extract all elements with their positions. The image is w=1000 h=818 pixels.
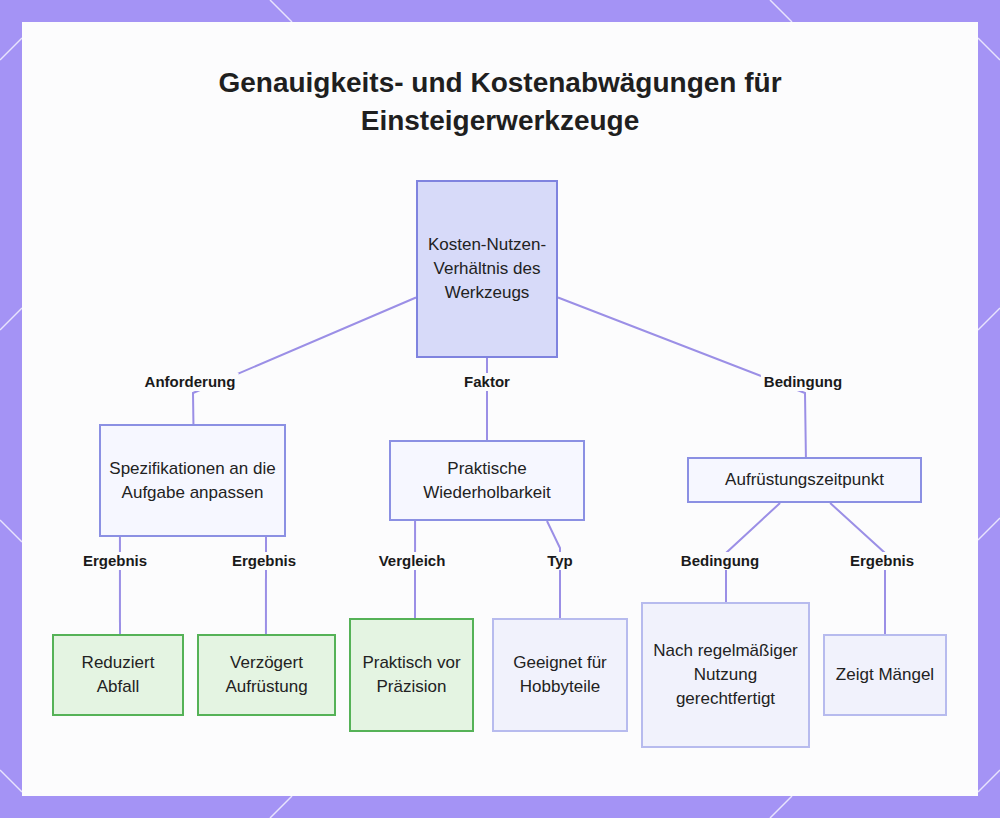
frame-line [770, 796, 792, 818]
frame-line [978, 308, 1000, 330]
frame-line [770, 0, 792, 22]
edge-label: Anforderung [142, 373, 239, 391]
node-text: Praktische Wiederholbarkeit [399, 457, 575, 505]
process-box: Nach regelmäßiger Nutzung gerechtfertigt [641, 602, 810, 748]
process-box: Praktisch vor Präzision [349, 618, 474, 732]
connector-line [193, 297, 416, 424]
connector-line [486, 358, 488, 440]
node-text: Aufrüstungszeitpunkt [725, 468, 884, 492]
frame-line [0, 308, 22, 330]
process-box: Aufrüstungszeitpunkt [687, 457, 922, 503]
frame-line [0, 770, 22, 792]
node-text: Geeignet für Hobbyteile [502, 651, 618, 699]
process-box: Zeigt Mängel [823, 634, 947, 716]
edge-label: Vergleich [376, 552, 449, 570]
edge-label: Faktor [461, 373, 513, 391]
edge-label: Ergebnis [229, 552, 299, 570]
edge-label: Typ [544, 552, 576, 570]
frame-line [978, 38, 1000, 60]
node-text: Zeigt Mängel [836, 663, 934, 687]
process-box: Spezifikationen an die Aufgabe anpassen [99, 424, 286, 537]
process-box: Praktische Wiederholbarkeit [389, 440, 585, 521]
process-box: Reduziert Abfall [52, 634, 184, 716]
frame-line [978, 770, 1000, 792]
edge-label: Ergebnis [847, 552, 917, 570]
frame-line [0, 520, 22, 542]
node-text: Reduziert Abfall [62, 651, 174, 699]
node-text: Praktisch vor Präzision [359, 651, 464, 699]
process-box: Geeignet für Hobbyteile [492, 618, 628, 732]
node-text: Verzögert Aufrüstung [207, 651, 326, 699]
frame-line [270, 796, 292, 818]
diagram-title: Genauigkeits- und Kostenabwägungen für E… [190, 64, 810, 140]
title-text: Genauigkeits- und Kostenabwägungen für E… [218, 67, 781, 136]
node-text: Spezifikationen an die Aufgabe anpassen [109, 457, 276, 505]
node-text: Nach regelmäßiger Nutzung gerechtfertigt [651, 639, 800, 711]
edge-label: Ergebnis [80, 552, 150, 570]
frame-line [978, 518, 1000, 540]
frame-line [270, 0, 292, 22]
node-text: Kosten-Nutzen-Verhältnis des Werkzeugs [426, 233, 548, 305]
edge-label: Bedingung [761, 373, 845, 391]
process-box: Kosten-Nutzen-Verhältnis des Werkzeugs [416, 180, 558, 358]
edge-label: Bedingung [678, 552, 762, 570]
frame-line [0, 38, 22, 60]
process-box: Verzögert Aufrüstung [197, 634, 336, 716]
